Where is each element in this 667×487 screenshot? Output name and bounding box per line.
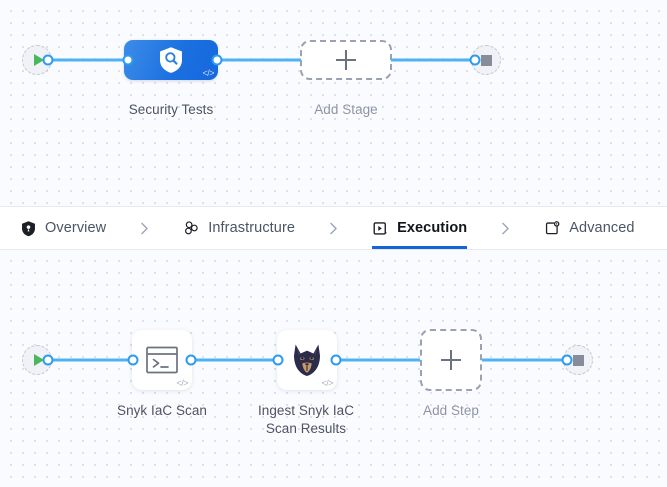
code-badge: </>: [202, 68, 214, 78]
snyk-scan-output-port[interactable]: [185, 354, 197, 366]
tab-infrastructure[interactable]: Infrastructure: [183, 207, 295, 249]
execution-end-input-port[interactable]: [561, 354, 573, 366]
end-input-port[interactable]: [469, 54, 481, 66]
tab-advanced[interactable]: Advanced: [544, 207, 634, 249]
tab-overview[interactable]: Overview: [20, 207, 106, 249]
step-box[interactable]: </>: [277, 330, 337, 390]
ingest-output-port[interactable]: [330, 354, 342, 366]
edge-security-to-addstage: [217, 58, 301, 62]
shield-search-icon: [160, 47, 182, 73]
step-box[interactable]: </>: [132, 330, 192, 390]
stage-caption-security-tests: Security Tests: [128, 102, 214, 117]
tab-execution[interactable]: Execution: [372, 207, 468, 249]
edge-ingest-to-addstep: [335, 358, 420, 362]
play-icon: [33, 354, 44, 366]
code-badge: </>: [321, 378, 333, 388]
edge-snyk-scan-to-ingest: [190, 358, 280, 362]
security-output-port[interactable]: [211, 54, 223, 66]
edge-addstep-to-end: [482, 358, 567, 362]
add-step-button[interactable]: [420, 329, 482, 391]
chevron-right-icon: [141, 222, 148, 234]
plus-icon: [441, 350, 461, 370]
add-step-caption: Add Step: [423, 403, 479, 418]
execution-play-icon: [373, 221, 388, 235]
add-stage-node[interactable]: [300, 40, 392, 80]
execution-step-canvas[interactable]: </>: [0, 250, 667, 487]
stage-canvas[interactable]: </> Security Tests Add Stage: [0, 0, 667, 206]
stop-icon: [480, 54, 492, 66]
snyk-dog-logo: [294, 344, 320, 376]
advanced-gear-icon: [546, 220, 560, 234]
add-stage-button[interactable]: [300, 40, 392, 80]
tab-infrastructure-label: Infrastructure: [208, 220, 296, 236]
stage-node-security-tests[interactable]: </>: [124, 40, 218, 80]
edge-addstage-to-end: [391, 58, 477, 62]
step-node-snyk-iac-scan[interactable]: </>: [132, 330, 192, 390]
code-badge: </>: [176, 378, 188, 388]
stop-icon: [572, 354, 584, 366]
snyk-scan-input-port[interactable]: [127, 354, 139, 366]
stage-box[interactable]: </>: [124, 40, 218, 80]
play-icon: [33, 54, 44, 66]
add-stage-caption: Add Stage: [314, 102, 378, 117]
tab-overview-label: Overview: [45, 220, 107, 236]
terminal-icon: [146, 346, 178, 374]
security-input-port[interactable]: [122, 54, 134, 66]
plus-icon: [336, 50, 356, 70]
tab-advanced-label: Advanced: [569, 220, 635, 236]
shield-icon: [22, 220, 35, 236]
add-step-node[interactable]: [420, 329, 482, 391]
edge-start-to-snyk-scan: [44, 358, 134, 362]
step-caption-ingest-snyk-iac: Ingest Snyk IaC Scan Results: [257, 403, 355, 436]
chevron-right-icon: [330, 222, 337, 234]
execution-start-output-port[interactable]: [42, 354, 54, 366]
infrastructure-icon: [185, 220, 198, 234]
ingest-input-port[interactable]: [272, 354, 284, 366]
start-output-port[interactable]: [42, 54, 54, 66]
chevron-right-icon: [502, 222, 509, 234]
edge-start-to-security: [44, 58, 130, 62]
step-caption-snyk-iac-scan: Snyk IaC Scan: [117, 403, 207, 418]
pipeline-tab-bar: Overview Infrastructure: [0, 206, 667, 250]
tab-execution-label: Execution: [397, 220, 468, 236]
step-node-ingest-snyk-iac[interactable]: </>: [277, 330, 337, 390]
